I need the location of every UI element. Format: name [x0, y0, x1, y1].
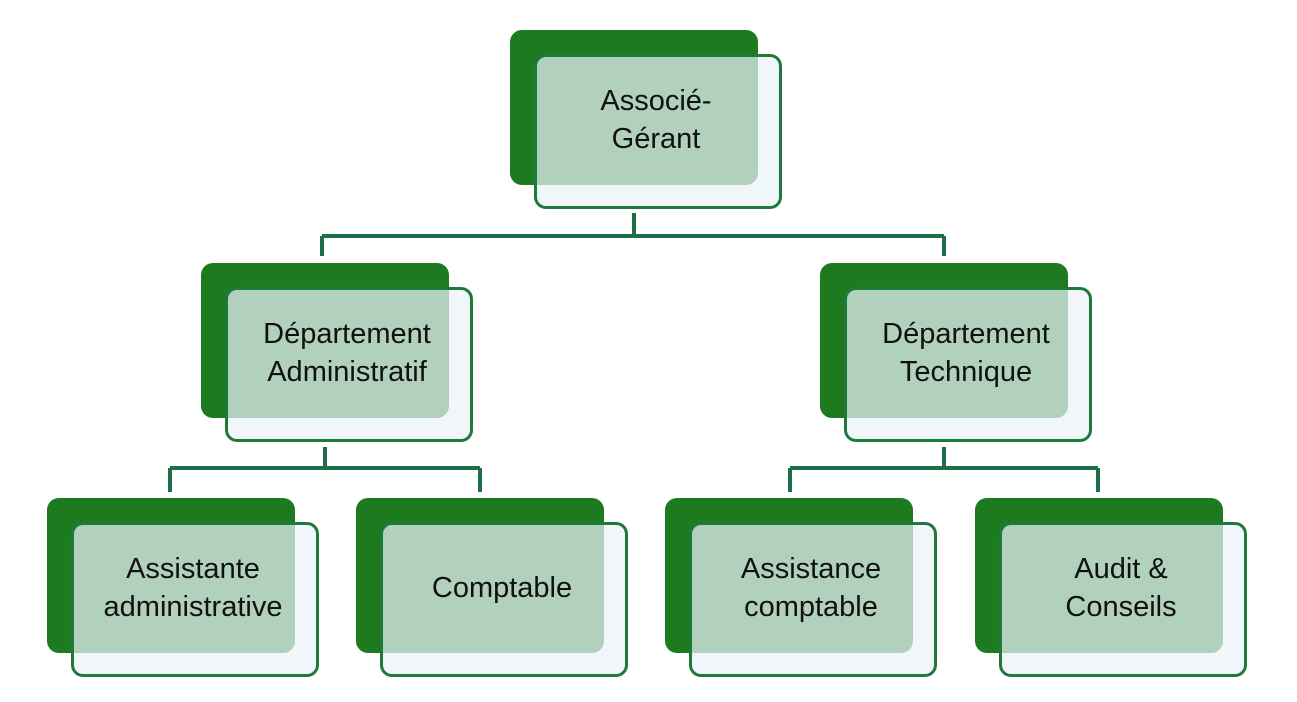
connector-tech-to-staff [788, 447, 1100, 492]
node-label: Comptable [431, 572, 573, 605]
node-box [844, 287, 1092, 442]
node-box [999, 522, 1247, 677]
node-box [225, 287, 473, 442]
node-label: Département Technique [882, 318, 1050, 388]
connector-root-to-departments [320, 213, 946, 256]
node-box [689, 522, 937, 677]
node-label: Assistante administrative [103, 553, 283, 623]
node-box [534, 54, 782, 209]
connector-admin-to-staff [168, 447, 482, 492]
node-label: Assistance comptable [740, 553, 882, 623]
node-label: Audit & Conseils [1065, 553, 1177, 623]
node-box [380, 522, 628, 677]
node-box [71, 522, 319, 677]
node-label: Associé- Gérant [600, 85, 712, 155]
node-label: Département Administratif [263, 318, 431, 388]
